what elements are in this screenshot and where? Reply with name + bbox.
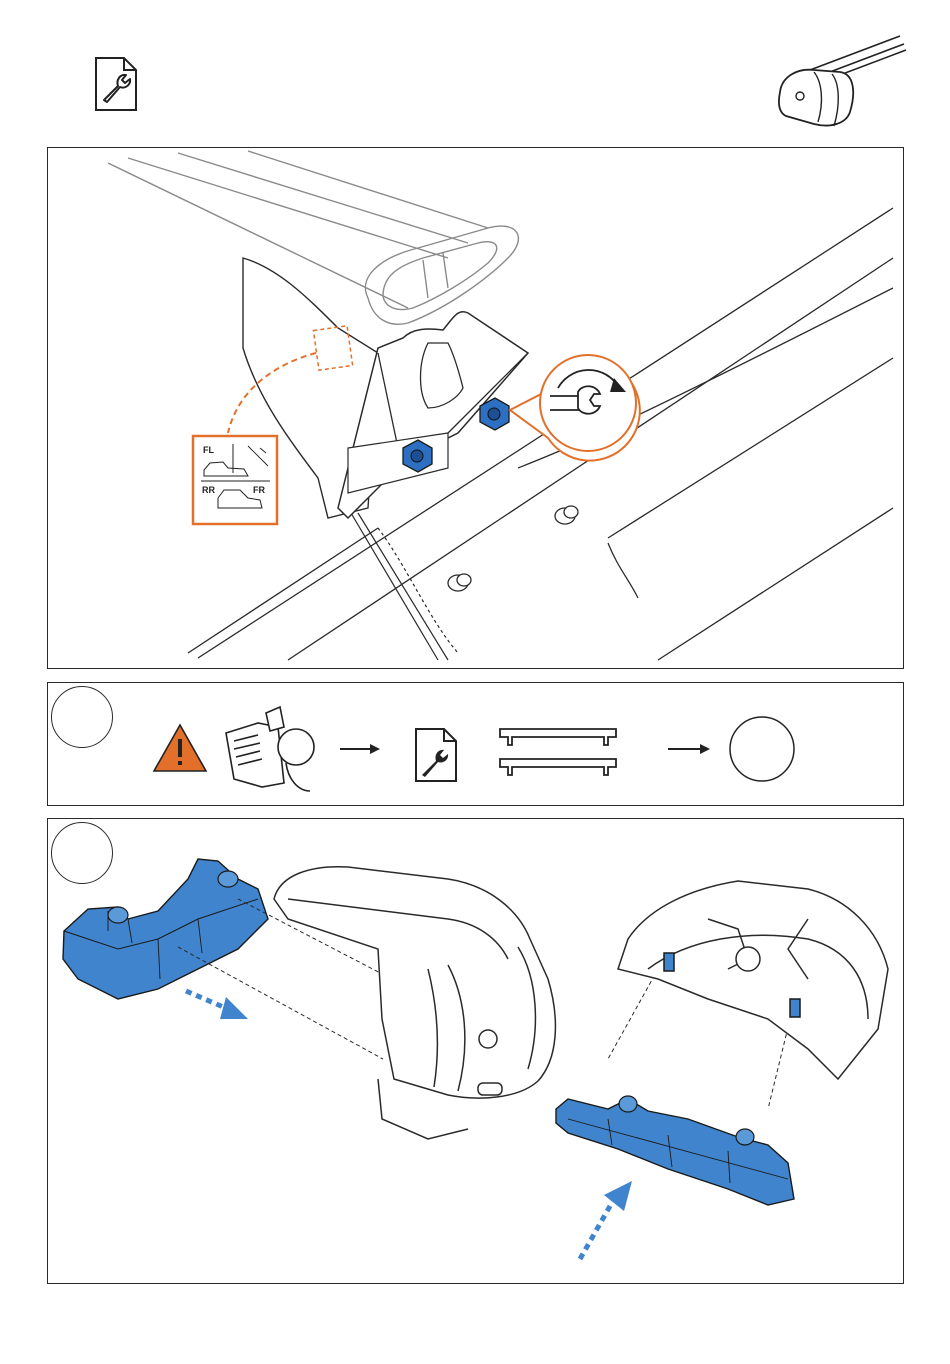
roof-rack-foot	[274, 867, 555, 1139]
read-manual-icon	[226, 707, 314, 791]
foot-cover-underside	[618, 881, 888, 1079]
tighten-callout	[510, 355, 640, 461]
step-number-circle	[51, 686, 113, 748]
empty-step-circle	[730, 717, 794, 781]
crossbars-icon	[500, 729, 616, 775]
sticker-label-rr: RR	[202, 485, 215, 495]
panel-mounting-foot: FL RR FR	[47, 147, 904, 669]
arrow-right-icon	[340, 744, 380, 754]
mounting-illustration: FL RR FR	[48, 148, 905, 670]
panel-step-sequence	[47, 682, 904, 806]
manual-wrench-icon	[416, 729, 456, 781]
sticker-label-fl: FL	[203, 445, 214, 455]
sticker-label-fr: FR	[253, 485, 265, 495]
step-number-circle	[51, 822, 113, 884]
arrow-dotted-icon	[580, 1181, 632, 1259]
warning-icon	[154, 725, 206, 771]
orientation-sticker: FL RR FR	[193, 436, 277, 524]
arrow-right-icon	[668, 744, 710, 754]
manual-wrench-icon	[92, 56, 140, 112]
foot-cover-blue-part	[556, 1096, 794, 1205]
arrow-dotted-icon	[186, 991, 248, 1019]
roof-rack-foot-icon	[770, 32, 910, 132]
panel-foot-cover	[47, 818, 904, 1284]
